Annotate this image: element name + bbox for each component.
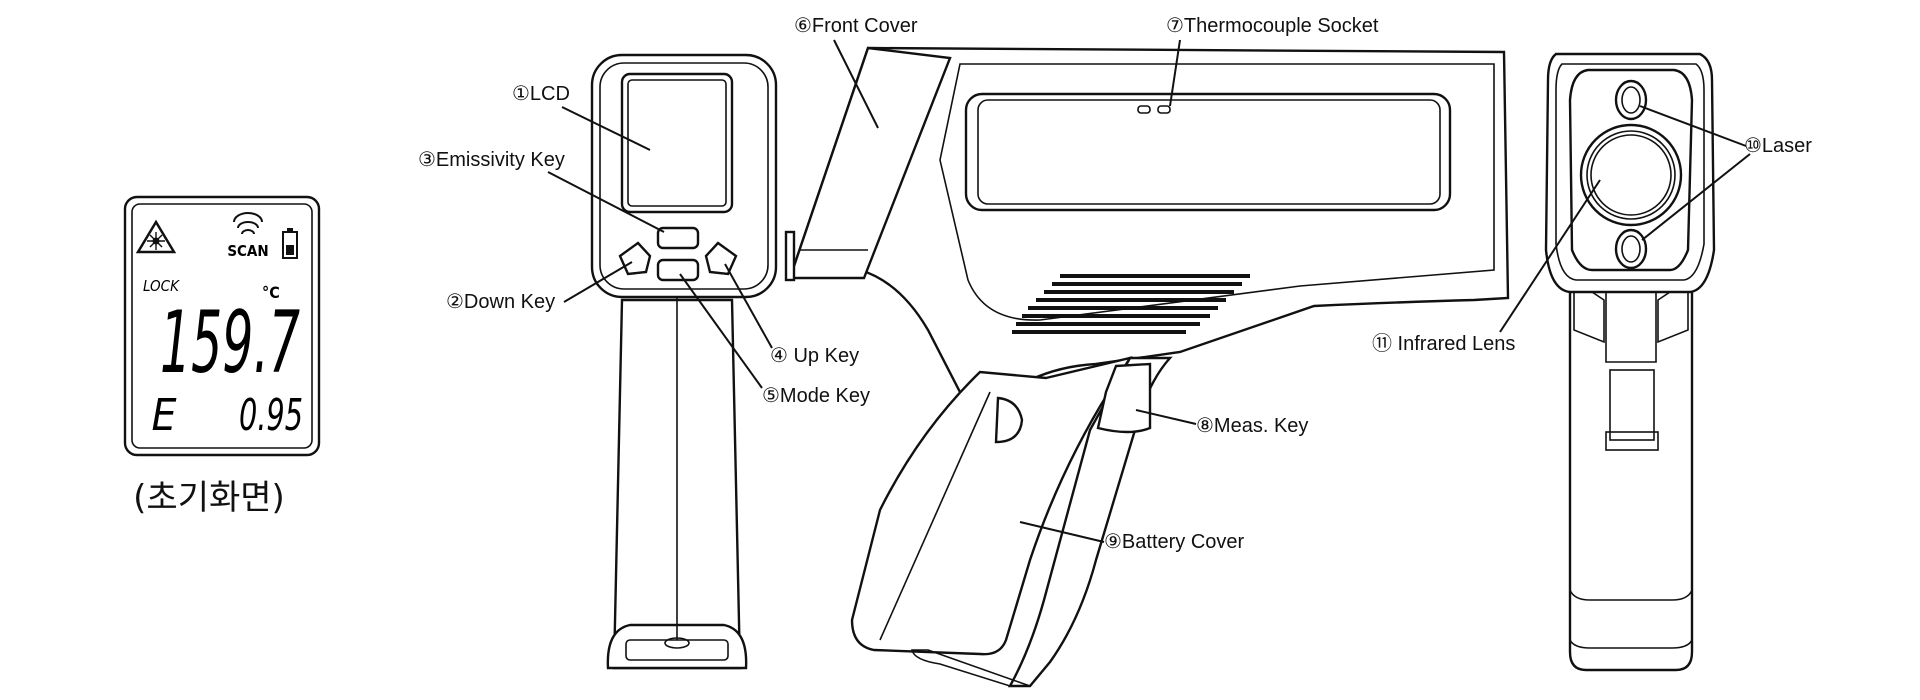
leader-meas-key [1135,409,1197,425]
front-lcd-glass [627,79,727,207]
infrared-lens [1579,123,1683,227]
laser-aperture-bottom [1614,228,1648,270]
callout-battery-cover: ⑨Battery Cover [1104,531,1245,553]
front-mode-key[interactable] [656,258,700,282]
scan-signal-icon [233,212,263,235]
thermocouple-pin-left [1137,105,1151,114]
front-view [590,53,778,670]
leader-laser-top [1639,105,1747,147]
lens-view-grip-base [1569,589,1693,649]
callout-front-cover: ⑥Front Cover [794,15,918,37]
side-callouts: ⑥Front Cover ⑦Thermocouple Socket ⑧Meas.… [794,15,1379,553]
callout-laser: ⑩Laser [1744,135,1812,157]
side-display-inner [977,99,1441,205]
callout-up-key: ④ Up Key [770,345,859,367]
callout-emissivity-key: ③Emissivity Key [418,149,565,171]
lens-view-grip [1568,278,1694,672]
lcd-temperature-reading: 159.7 [160,293,300,393]
lens-view-trigger-edge [1609,369,1655,441]
callout-meas-key: ⑧Meas. Key [1196,415,1308,437]
side-handle-seam [879,391,991,641]
side-handle [850,356,1133,656]
battery-icon [282,228,298,259]
callout-thermocouple-socket: ⑦Thermocouple Socket [1166,15,1379,37]
front-down-key[interactable] [618,241,652,276]
side-knob [994,396,1024,444]
lcd-emissivity-symbol: E [151,390,176,441]
thermocouple-pin-right [1157,105,1171,114]
leader-thermocouple-socket [1169,39,1181,107]
side-handle-base [911,649,1031,687]
lcd-inner-frame [131,203,313,449]
lcd-unit-label: °C [262,283,280,302]
side-view [784,46,1510,688]
lens-callouts: ⑩Laser ⑪ Infrared Lens [1372,105,1812,355]
lcd-caption: (초기화면) [133,478,285,518]
side-front-cover [788,46,952,280]
callout-down-key: ②Down Key [446,291,555,313]
side-top-bevel [939,63,1495,321]
side-vents [1012,274,1250,334]
callout-lcd: ①LCD [512,83,570,105]
lcd-scan-label: SCAN [227,242,268,260]
front-lcd-window [620,72,734,214]
leader-up-key [724,263,773,349]
laser-aperture-top [1614,79,1648,121]
laser-warning-icon [135,219,177,254]
front-head-bezel [599,62,769,290]
lens-view [1544,52,1716,672]
front-base [606,623,748,670]
lcd-lock-label: LOCK [143,277,180,295]
lens-view-trigger-tip [1605,431,1659,451]
callout-mode-key: ⑤Mode Key [762,385,870,407]
side-display-panel [964,92,1452,212]
lcd-emissivity-value: 0.95 [239,390,303,441]
leader-laser-bottom [1641,153,1751,241]
leader-emissivity-key [547,171,665,233]
front-emissivity-key[interactable] [656,226,700,250]
lens-view-grip-right-facet [1657,278,1689,344]
leader-battery-cover [1019,521,1105,543]
side-meas-key[interactable] [1096,362,1152,434]
leader-infrared-lens [1499,179,1601,333]
lcd-outer-frame [123,195,321,457]
front-callouts: ①LCD ③Emissivity Key ②Down Key ④ Up Key … [418,83,870,407]
leader-front-cover [833,39,879,129]
lens-view-head-inner [1555,63,1705,281]
leader-lcd [561,106,651,151]
leader-mode-key [679,273,763,389]
lens-view-grip-left-facet [1573,278,1605,344]
leader-down-key [563,261,633,303]
side-front-tab [784,230,796,282]
lcd-screen-panel: SCAN LOCK °C 159.7 E 0.95 [123,195,321,457]
callout-infrared-lens: ⑪ Infrared Lens [1372,332,1515,355]
